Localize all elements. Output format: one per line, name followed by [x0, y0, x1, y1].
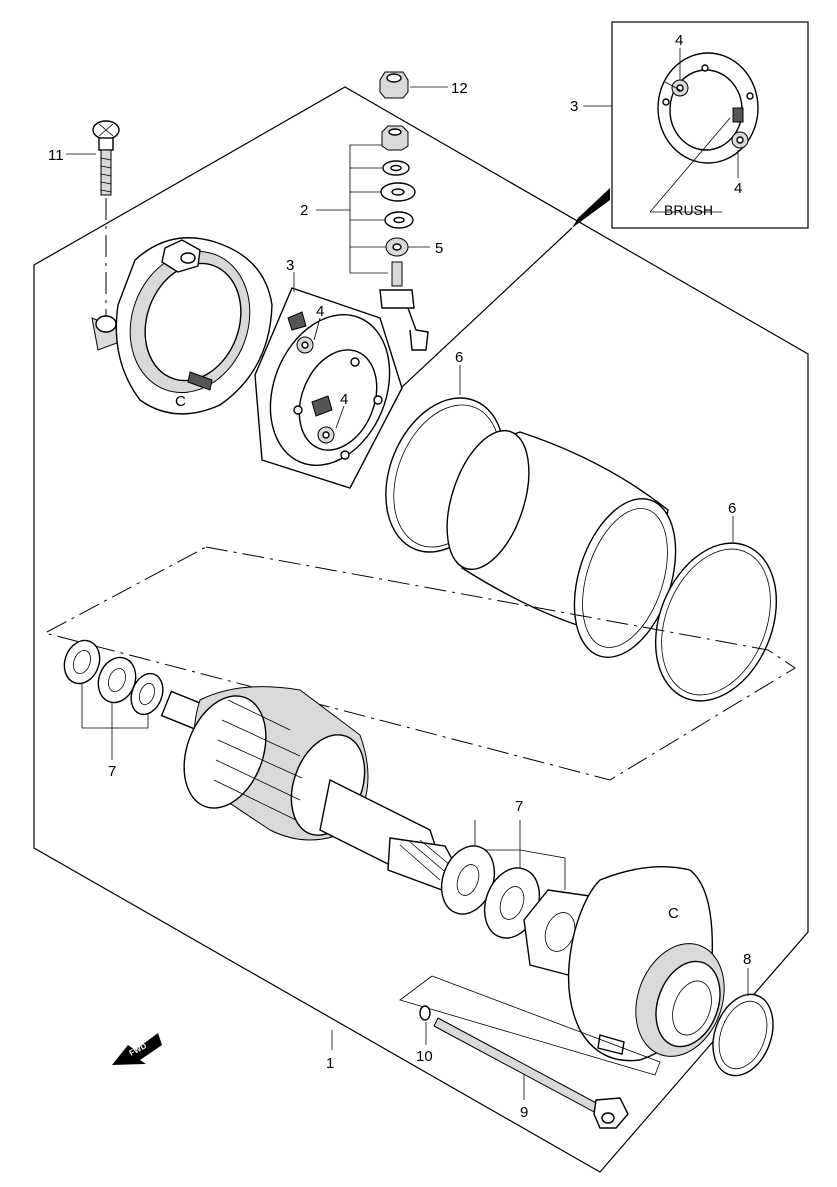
brush-inset-box [611, 21, 809, 229]
forward-direction-arrow: FWD [112, 1033, 162, 1065]
o-ring-lower [654, 542, 778, 702]
inset-brush-label: BRUSH [664, 202, 713, 218]
armature-part [160, 686, 459, 891]
callout-1: 1 [326, 1055, 334, 1072]
yoke-part [446, 429, 677, 658]
rear-cover-mark: C [175, 393, 186, 410]
callout-brackets [81, 144, 566, 890]
callout-7-right: 7 [515, 798, 523, 815]
callout-4-inset-bottom: 4 [734, 180, 742, 197]
callout-4-inset-top: 4 [675, 32, 683, 49]
through-bolt-part [433, 1017, 629, 1129]
o-ring-8 [712, 993, 774, 1077]
front-cover-mark: C [668, 905, 679, 922]
callout-9: 9 [520, 1104, 528, 1121]
leader-lines [66, 48, 749, 1100]
callout-11: 11 [48, 147, 64, 164]
callout-5: 5 [435, 240, 443, 257]
bolt-group-outline [399, 975, 661, 1076]
callout-12: 12 [451, 80, 468, 97]
inset-pointer-line [401, 227, 573, 388]
bolt-part [92, 120, 120, 196]
callout-4-b: 4 [340, 391, 348, 408]
callout-10: 10 [416, 1048, 433, 1065]
callout-4-a: 4 [316, 303, 324, 320]
inset-brush-holder [649, 52, 759, 213]
front-cover-part: C [567, 866, 725, 1062]
callout-8: 8 [743, 951, 751, 968]
armature-group-outline [43, 546, 796, 781]
callout-2: 2 [300, 202, 308, 219]
assembly-outline [33, 86, 809, 1173]
washers-left [63, 639, 164, 716]
brush-holder-part [254, 287, 403, 489]
o-ring-10 [419, 1005, 431, 1021]
nut-part [379, 71, 409, 99]
rear-cover-part: C [91, 237, 273, 415]
callout-3-inset: 3 [570, 98, 578, 115]
callout-6-a: 6 [455, 349, 463, 366]
callout-3-main: 3 [286, 257, 294, 274]
callout-6-b: 6 [728, 500, 736, 517]
inset-pointer-wedge [572, 188, 610, 228]
terminal-stack-part [379, 125, 429, 351]
callout-7-left: 7 [108, 763, 116, 780]
